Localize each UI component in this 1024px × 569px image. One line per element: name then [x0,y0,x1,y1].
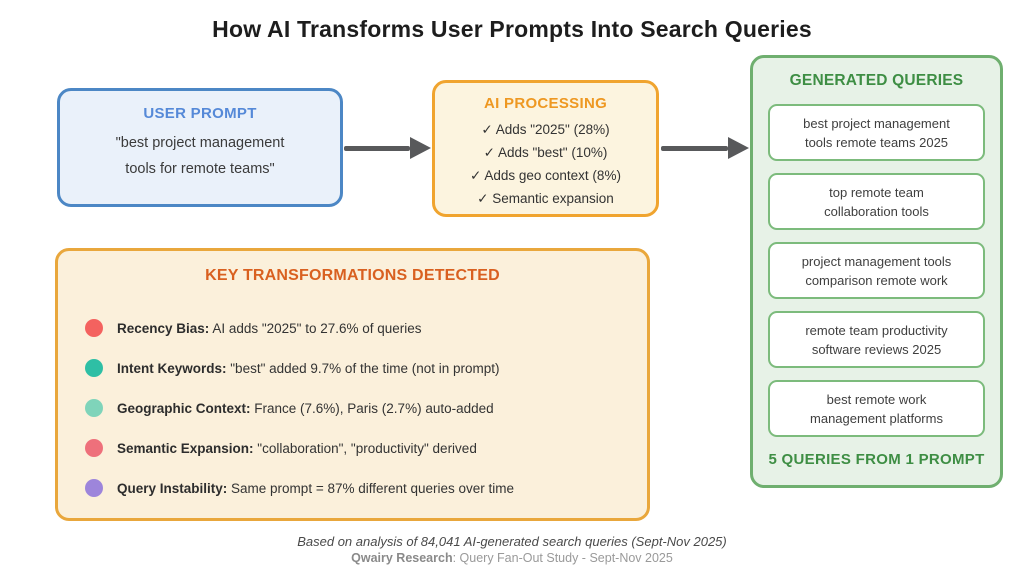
query-card: top remote team collaboration tools [768,173,985,230]
arrow-head-icon [728,137,749,159]
ai-processing-item: ✓ Semantic expansion [477,191,614,206]
footer-attribution-brand: Qwairy Research [351,551,453,565]
key-transformation-text: Intent Keywords: "best" added 9.7% of th… [117,360,500,376]
user-prompt-title: USER PROMPT [143,105,257,122]
key-transformations-title: KEY TRANSFORMATIONS DETECTED [205,267,500,284]
queries-footer: 5 QUERIES FROM 1 PROMPT [768,451,985,468]
bullet-dot-icon [85,359,103,377]
arrow-line [661,145,728,151]
query-card: best remote work management platforms [768,380,985,437]
key-transformation-text: Semantic Expansion: "collaboration", "pr… [117,440,477,456]
key-transformation-row: Recency Bias: AI adds "2025" to 27.6% of… [58,308,647,348]
key-transformation-row: Query Instability: Same prompt = 87% dif… [58,468,647,508]
footer-source-note: Based on analysis of 84,041 AI-generated… [297,534,727,549]
bullet-dot-icon [85,399,103,417]
ai-processing-item: ✓ Adds geo context (8%) [470,168,621,183]
query-card: project management tools comparison remo… [768,242,985,299]
key-transformations-box: KEY TRANSFORMATIONS DETECTED Recency Bia… [55,248,650,521]
arrow-line [344,145,410,151]
query-text: best remote work management platforms [810,391,943,426]
user-prompt-box: USER PROMPT "best project management too… [57,88,343,207]
key-transformation-text: Query Instability: Same prompt = 87% dif… [117,480,515,496]
bullet-dot-icon [85,479,103,497]
ai-processing-items: ✓ Adds "2025" (28%) ✓ Adds "best" (10%) ✓ … [470,118,621,210]
user-prompt-text: "best project management tools for remot… [115,135,285,177]
query-card: best project management tools remote tea… [768,104,985,161]
footer-attribution-rest: : Query Fan-Out Study - Sept-Nov 2025 [452,551,673,565]
generated-queries-box: GENERATED QUERIES best project managemen… [750,55,1003,488]
key-transformations-rows: Recency Bias: AI adds "2025" to 27.6% of… [58,308,647,508]
page-title: How AI Transforms User Prompts Into Sear… [212,16,812,42]
key-transformation-row: Intent Keywords: "best" added 9.7% of th… [58,348,647,388]
query-list: best project management tools remote tea… [768,104,985,437]
generated-queries-title: GENERATED QUERIES [789,72,964,89]
key-transformation-text: Recency Bias: AI adds "2025" to 27.6% of… [117,320,422,336]
ai-processing-title: AI PROCESSING [483,95,608,112]
flow-arrow-prompt-to-processing [344,137,431,159]
bullet-dot-icon [85,319,103,337]
bullet-dot-icon [85,439,103,457]
query-card: remote team productivity software review… [768,311,985,368]
query-text: project management tools comparison remo… [801,253,952,288]
query-text: remote team productivity software review… [805,322,948,357]
query-text: top remote team collaboration tools [824,184,929,219]
arrow-head-icon [410,137,431,159]
ai-processing-box: AI PROCESSING ✓ Adds "2025" (28%)✓ Adds … [432,80,659,217]
ai-processing-item: ✓ Adds "best" (10%) [483,145,608,160]
query-text: best project management tools remote tea… [803,115,950,150]
ai-processing-item: ✓ Adds "2025" (28%) [481,122,610,137]
key-transformation-row: Geographic Context: France (7.6%), Paris… [58,388,647,428]
key-transformation-row: Semantic Expansion: "collaboration", "pr… [58,428,647,468]
footer-attribution: Qwairy Research: Query Fan-Out Study - S… [0,551,1024,565]
flow-arrow-processing-to-queries [661,137,749,159]
key-transformation-text: Geographic Context: France (7.6%), Paris… [117,400,494,416]
